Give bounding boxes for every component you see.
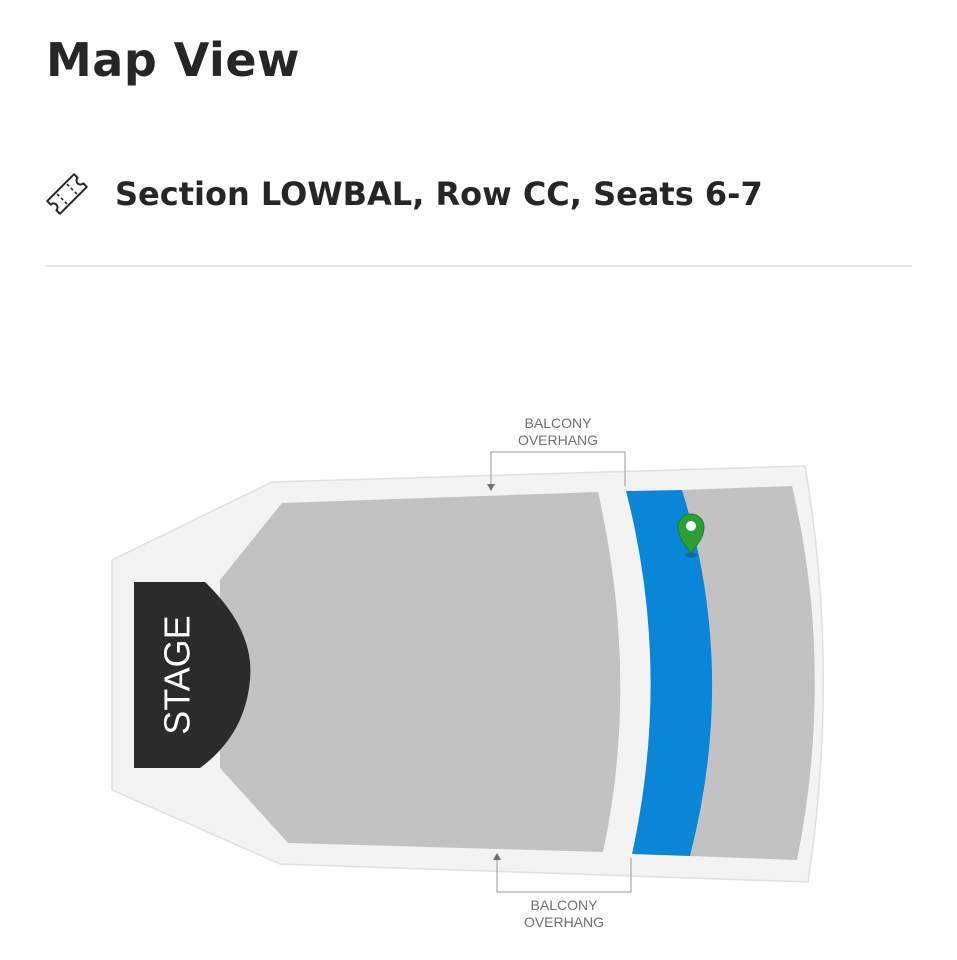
bottom-overhang-label-line2: OVERHANG — [524, 914, 604, 930]
top-overhang-bracket — [490, 451, 626, 486]
bottom-overhang-label-line1: BALCONY — [531, 897, 599, 913]
bottom-overhang-bracket — [496, 858, 632, 893]
stage-label: STAGE — [157, 615, 198, 734]
ticket-icon — [44, 171, 90, 217]
top-overhang-label-line2: OVERHANG — [518, 432, 598, 448]
stage — [134, 582, 251, 768]
orchestra-section[interactable] — [220, 492, 621, 852]
section-divider — [45, 265, 912, 267]
bottom-overhang-arrow — [493, 853, 501, 860]
top-overhang-arrow — [487, 484, 495, 491]
page-title: Map View — [46, 33, 301, 87]
ticket-summary: Section LOWBAL, Row CC, Seats 6-7 — [44, 166, 763, 222]
location-pin-icon[interactable] — [677, 513, 705, 558]
ticket-description: Section LOWBAL, Row CC, Seats 6-7 — [115, 175, 763, 213]
selected-section-lowbal[interactable] — [626, 490, 713, 856]
rear-section[interactable] — [682, 486, 815, 860]
top-overhang-label-line1: BALCONY — [525, 415, 593, 431]
